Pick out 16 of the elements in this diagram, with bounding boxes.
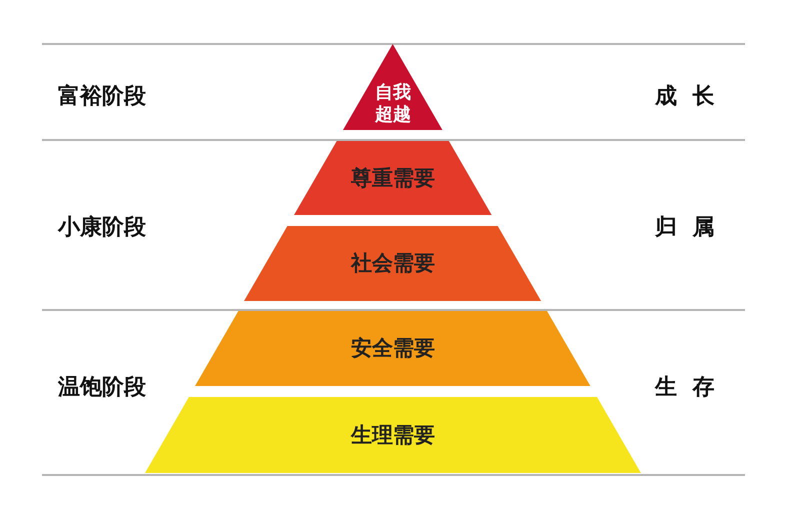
pyramid-top [343, 44, 443, 130]
level-label: 自我超越 [374, 82, 412, 126]
stage-label: 富裕阶段 [58, 83, 146, 111]
level-label: 安全需要 [350, 335, 436, 362]
stage-label: 温饱阶段 [58, 374, 146, 402]
pyramid-level [244, 226, 542, 301]
pyramid-level [294, 141, 492, 215]
stage-note: 成 长 [655, 83, 719, 111]
stage-note: 归 属 [655, 214, 719, 242]
level-label: 生理需要 [350, 422, 436, 449]
pyramid-level [145, 397, 641, 473]
stage-note: 生 存 [655, 374, 719, 402]
stage-label: 小康阶段 [58, 214, 146, 242]
pyramid-level [195, 311, 591, 386]
level-label: 尊重需要 [350, 165, 436, 192]
level-label: 社会需要 [350, 250, 436, 277]
